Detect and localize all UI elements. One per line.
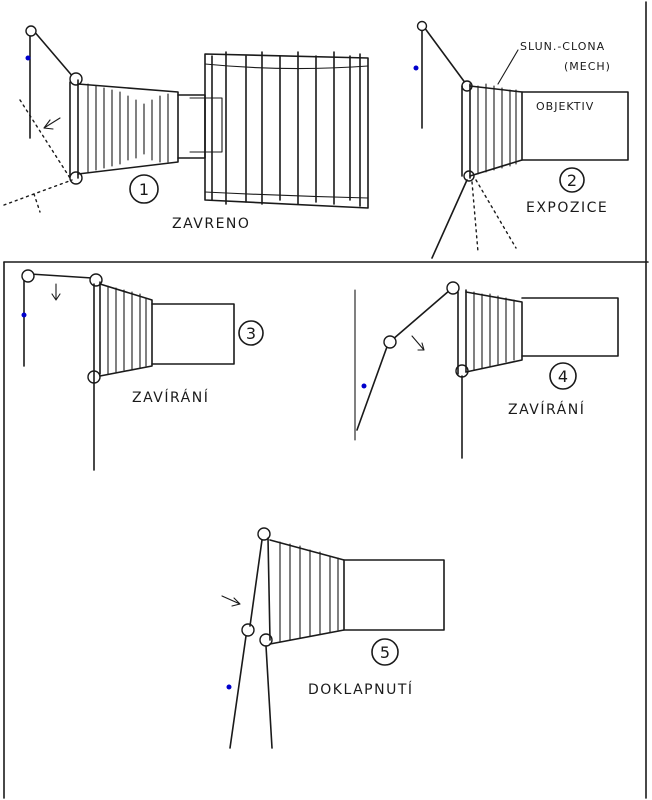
stage-3-label: ZAVÍRÁNÍ [132, 389, 209, 406]
marker-dot [21, 312, 27, 318]
stage-5-label: DOKLAPNUTÍ [308, 681, 414, 698]
stage-4-number: 4 [558, 367, 568, 386]
marker-dot [413, 65, 419, 71]
stage-2-label: EXPOZICE [526, 200, 608, 216]
stage-4-label: ZAVÍRÁNÍ [508, 401, 585, 418]
stage-5-diagram: 5 DOKLAPNUTÍ [221, 527, 445, 749]
stage-2-diagram: SLUN.-CLONA (MECH) OBJEKTIV 2 EXPOZICE [413, 20, 629, 259]
marker-dot [226, 684, 232, 690]
stage-2-number: 2 [567, 171, 577, 190]
stage-1-number: 1 [139, 180, 149, 199]
lens-annotation: OBJEKTIV [536, 100, 594, 113]
marker-dot [361, 383, 367, 389]
stage-1-label: ZAVRENO [172, 216, 250, 232]
stage-3-number: 3 [246, 324, 256, 343]
shade-annotation: SLUN.-CLONA [520, 40, 605, 53]
stage-1-diagram: 1 ZAVRENO [3, 25, 369, 232]
shade-annotation-sub: (MECH) [564, 60, 611, 73]
stage-5-number: 5 [380, 643, 390, 662]
stage-3-diagram: 3 ZAVÍRÁNÍ [21, 269, 264, 471]
panel-frame [3, 1, 649, 799]
marker-dot [25, 55, 31, 61]
stage-4-diagram: 4 ZAVÍRÁNÍ [356, 281, 619, 459]
